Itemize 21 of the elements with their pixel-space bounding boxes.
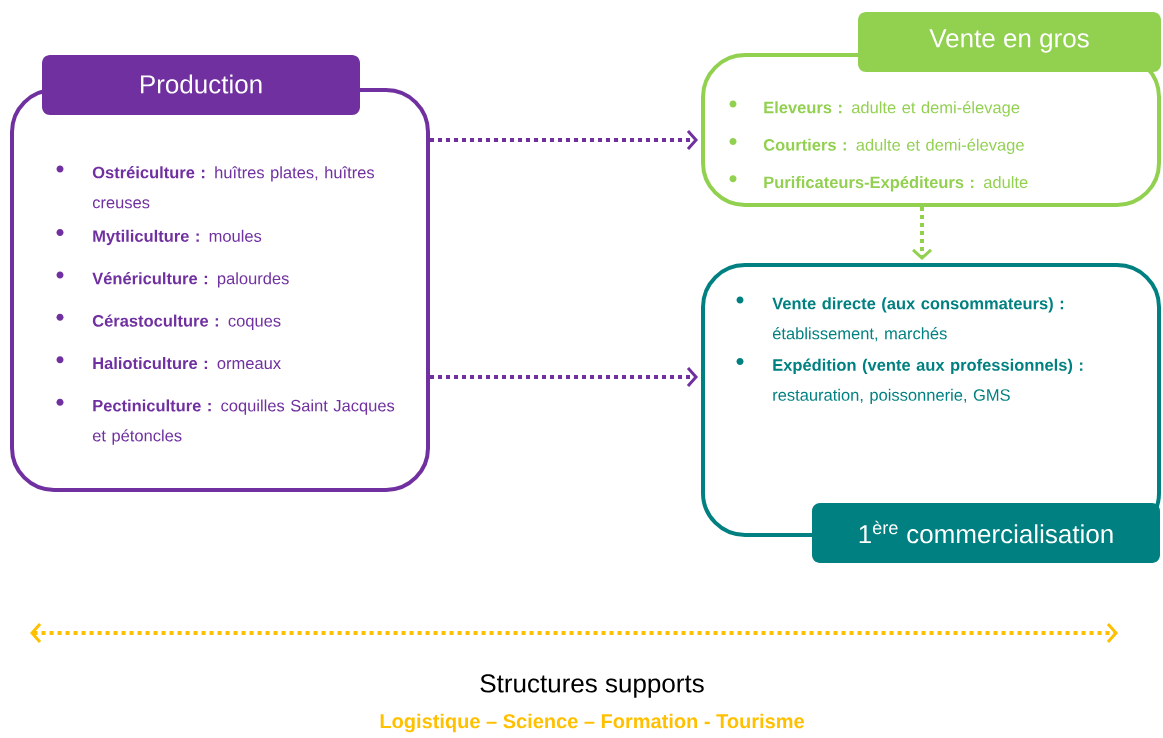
rounded-box [10,55,430,492]
header-label: Vente en gros [858,12,1161,72]
rounded-box [701,12,1161,207]
arrow [912,207,932,260]
bullet-item: Expédition (vente aux professionnels) : restauration, poissonnerie, GMS [773,358,1083,405]
header-label: Production [42,55,360,115]
arrow [430,367,698,387]
bullet-item: Vente directe (aux consommateurs) : établissement, marchés [772,297,1064,342]
heading-text: Structures supports [480,674,704,698]
bullet-item: Mytiliculture : moules [93,229,262,246]
bullet-item: Purificateurs-Expéditeurs : adulte [764,175,1028,192]
subtitle-text: Logistique – Science – Formation - Tourisme [380,713,804,733]
arrow [430,130,698,150]
bullet-item: Eleveurs : adulte et demi-élevage [764,101,1020,117]
rounded-box [701,263,1161,563]
bullet-item: Halioticulture : ormeaux [93,357,281,370]
bullet-item: Cérastoculture : coques [92,314,281,330]
bullet-item: Courtiers : adulte et demi-élevage [763,138,1024,154]
bullet-item: Vénériculture : palourdes [92,272,289,288]
header-label: 1$^{ère}$ commercialisation [812,503,1160,563]
bullet-item: Pectiniculture : coquilles Saint Jacques et pétoncles [92,399,395,445]
